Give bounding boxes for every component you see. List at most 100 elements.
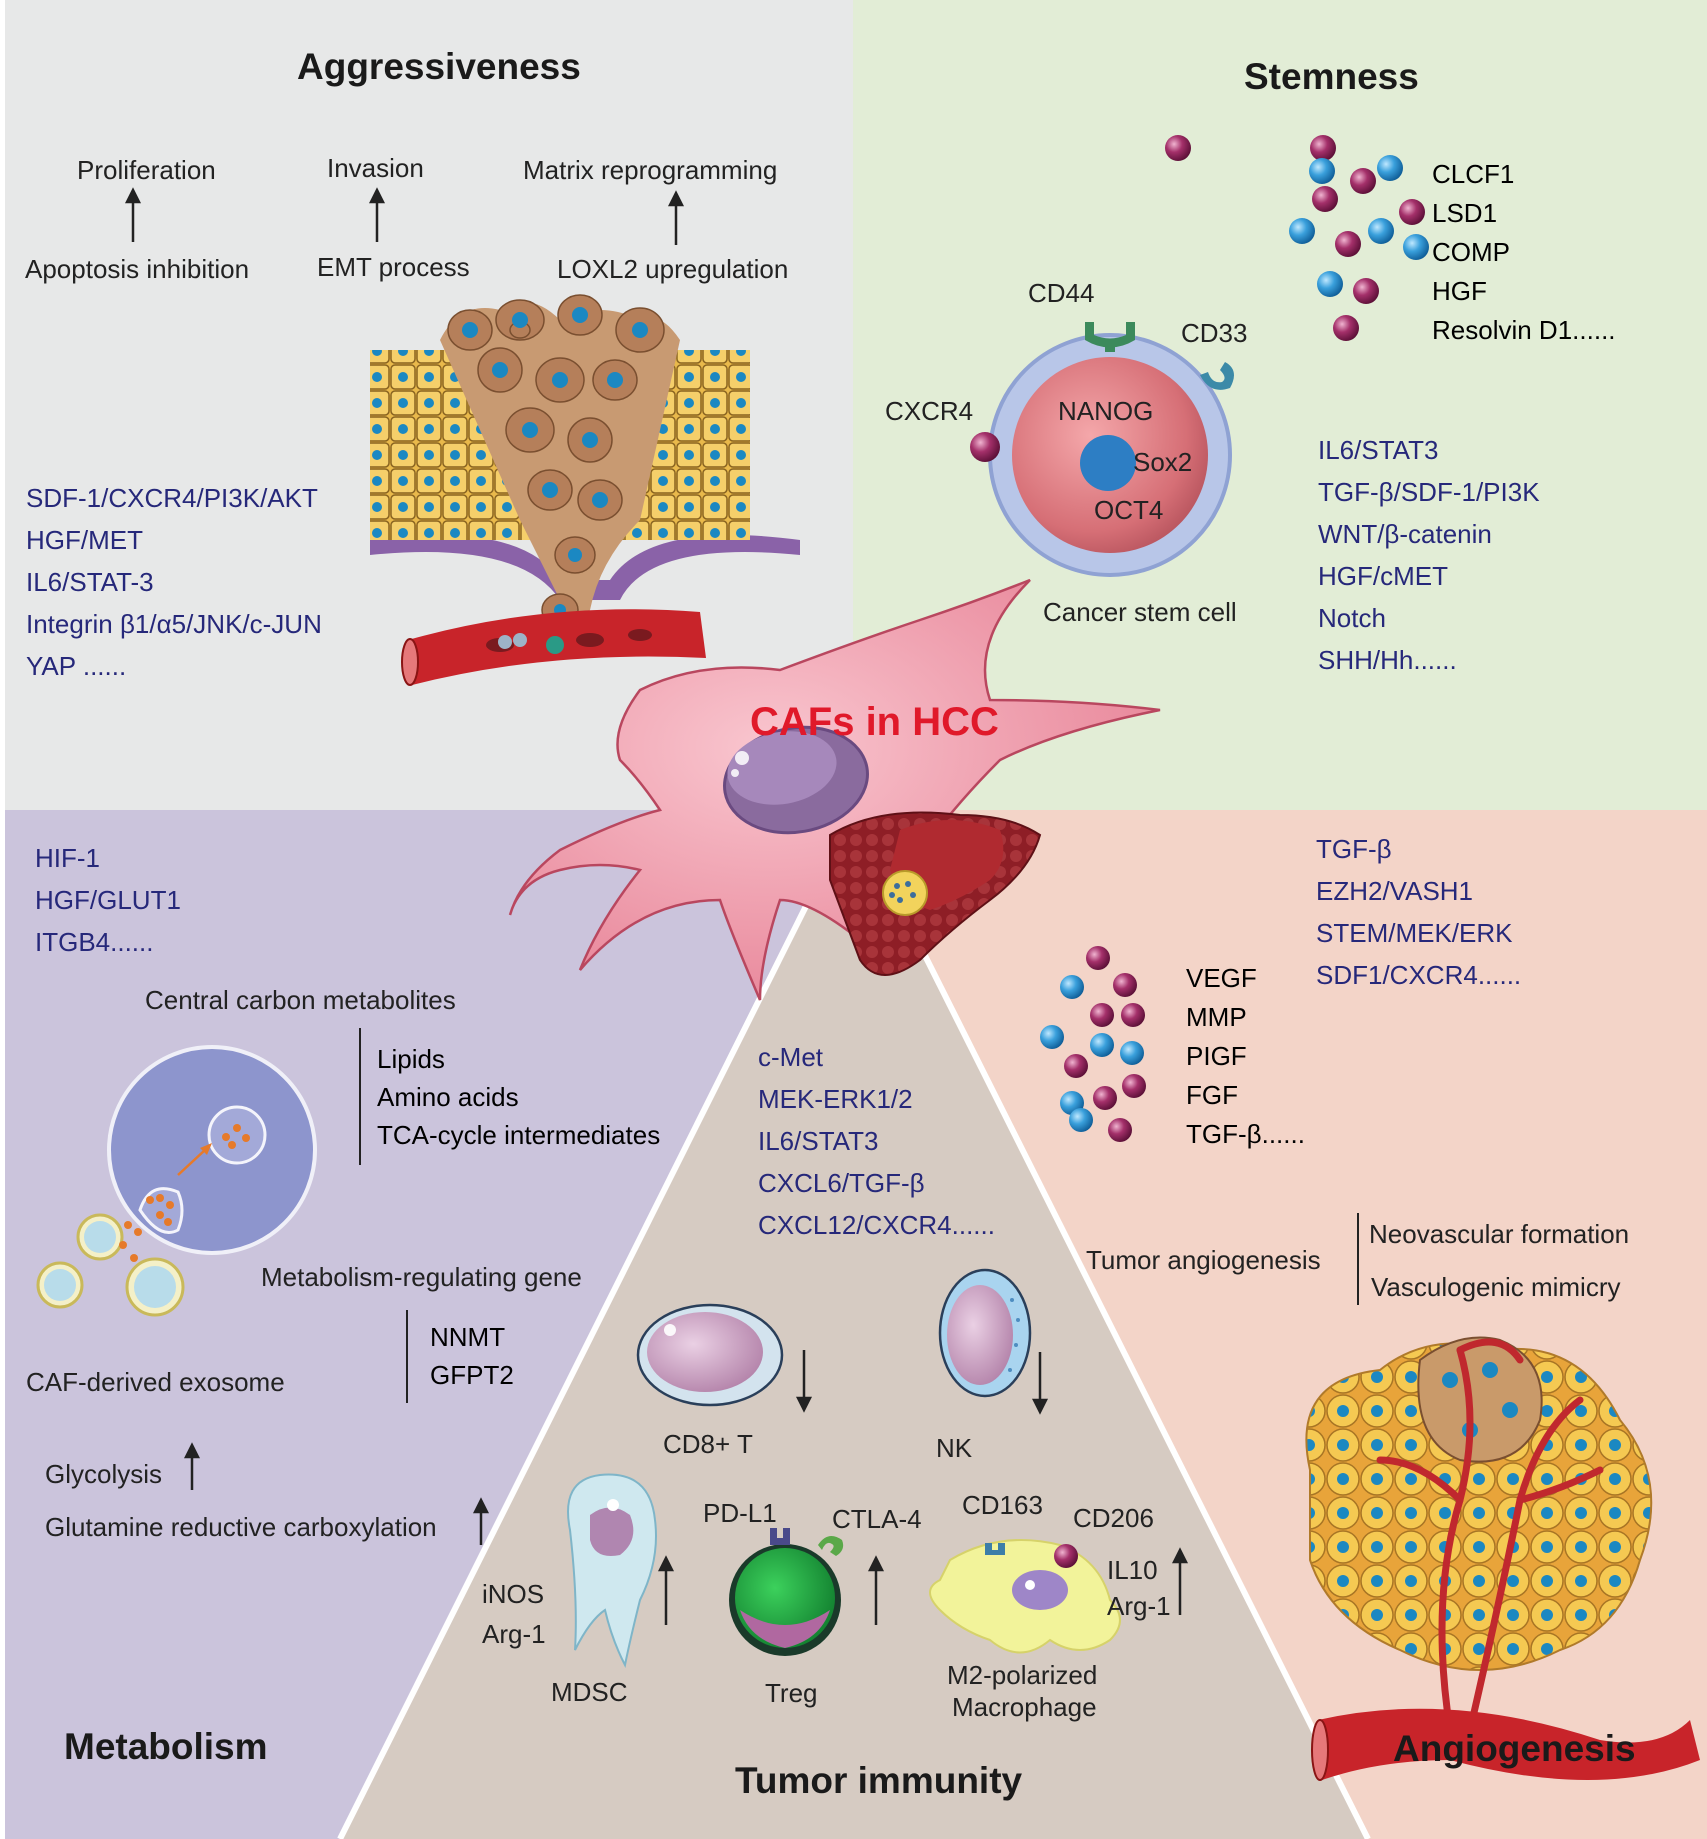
factor-item: TGF-β...... [1186,1119,1305,1149]
pathway-item: HGF/cMET [1318,561,1448,591]
nk-label: NK [936,1433,973,1463]
metabolism-title: Metabolism [64,1726,268,1767]
factor-item: PIGF [1186,1041,1247,1071]
effect-bottom-loxl2-upregulation: LOXL2 upregulation [557,254,789,284]
pathway-item: HGF/GLUT1 [35,885,181,915]
marker-sox2: Sox2 [1133,447,1193,477]
stemness-factors: CLCF1 LSD1 COMP HGF Resolvin D1...... [1432,155,1616,350]
immunity-title: Tumor immunity [735,1760,1023,1801]
stemness-title: Stemness [1244,56,1419,97]
effect-top-matrix-reprogramming: Matrix reprogramming [523,155,778,185]
marker-cd44: CD44 [1028,278,1095,308]
treg-label: Treg [765,1678,818,1708]
angiogenesis-pathways: TGF-β EZH2/VASH1 STEM/MEK/ERK SDF1/CXCR4… [1316,828,1521,996]
caf-cell [508,578,1161,1001]
pathway-item: STEM/MEK/ERK [1316,918,1513,948]
angiogenic-tumor-illustration [1305,1336,1700,1781]
factor-item: COMP [1432,237,1510,267]
metabolism-pathways: HIF-1 HGF/GLUT1 ITGB4...... [35,837,181,963]
pathway-item: IL6/STAT3 [1318,435,1439,465]
center-title: CAFs in HCC [750,700,999,744]
macrophage-label-line1: M2-polarized [947,1660,1098,1690]
glutamine-label: Glutamine reductive carboxylation [45,1512,437,1542]
metabolism-cell [36,1045,317,1317]
factor-item: VEGF [1186,963,1257,993]
gene-list: NNMT GFPT2 [430,1318,514,1394]
pathway-item: YAP ...... [26,651,127,681]
immunity-arrows [657,1350,1189,1625]
stemness-pathways: IL6/STAT3 TGF-β/SDF-1/PI3K WNT/β-catenin… [1318,429,1540,681]
angiogenesis-secreted-factors [1040,946,1146,1142]
cancer-stem-cell-label: Cancer stem cell [1043,597,1237,627]
pathway-item: EZH2/VASH1 [1316,876,1474,906]
pathway-item: WNT/β-catenin [1318,519,1492,549]
metabolite-item: Amino acids [377,1082,519,1112]
aggressiveness-arrows [124,187,685,245]
gene-item: GFPT2 [430,1360,514,1390]
pathway-item: TGF-β/SDF-1/PI3K [1318,477,1540,507]
pathway-item: SHH/Hh...... [1318,645,1457,675]
effect-top-proliferation: Proliferation [77,155,216,185]
pathway-item: HIF-1 [35,843,100,873]
marker-cd33: CD33 [1181,318,1248,348]
metabolite-item: TCA-cycle intermediates [377,1120,661,1150]
factor-item: HGF [1432,276,1487,306]
angiogenesis-factors: VEGF MMP PIGF FGF TGF-β...... [1186,959,1305,1154]
pathway-item: CXCL12/CXCR4...... [758,1210,995,1240]
pathway-item: ITGB4...... [35,927,154,957]
stemness-secreted-factors [1165,135,1429,341]
glycolysis-label: Glycolysis [45,1459,163,1489]
process-vasculogenic-mimicry: Vasculogenic mimicry [1371,1272,1621,1302]
mac-marker-il10: IL10 [1107,1555,1158,1585]
pathway-item: CXCL6/TGF-β [758,1168,925,1198]
mdsc-marker-inos: iNOS [482,1579,545,1609]
mdsc-label: MDSC [551,1677,628,1707]
pathway-item: c-Met [758,1042,823,1072]
pathway-item: IL6/STAT-3 [26,567,154,597]
cancer-stem-cell [970,322,1234,577]
factor-item: Resolvin D1...... [1432,315,1616,345]
cd206-label: CD206 [1073,1503,1154,1533]
mdsc-marker-arg1: Arg-1 [482,1619,546,1649]
effect-bottom-apoptosis-inhibition: Apoptosis inhibition [25,254,250,284]
pathway-item: Notch [1318,603,1386,633]
mac-marker-arg1: Arg-1 [1107,1591,1171,1621]
process-neovascular: Neovascular formation [1369,1219,1630,1249]
cd163-label: CD163 [962,1490,1043,1520]
pdl1-label: PD-L1 [703,1498,777,1528]
aggressiveness-title: Aggressiveness [297,46,581,87]
immunity-pathways: c-Met MEK-ERK1/2 IL6/STAT3 CXCL6/TGF-β C… [758,1036,995,1246]
ctla4-label: CTLA-4 [832,1504,922,1534]
pathway-item: Integrin β1/α5/JNK/c-JUN [26,609,322,639]
metabolism-gene-label: Metabolism-regulating gene [261,1262,582,1292]
invading-tumor-illustration [370,294,800,686]
cd8-t-label: CD8+ T [663,1429,753,1459]
metabolite-list: Lipids Amino acids TCA-cycle intermediat… [377,1040,660,1154]
central-carbon-label: Central carbon metabolites [145,985,456,1015]
pathway-item: MEK-ERK1/2 [758,1084,913,1114]
factor-item: LSD1 [1432,198,1498,228]
marker-nanog: NANOG [1058,396,1154,426]
effect-bottom-emt-process: EMT process [317,252,470,282]
exosome-label: CAF-derived exosome [26,1367,285,1397]
pathway-item: SDF1/CXCR4...... [1316,960,1522,990]
factor-item: CLCF1 [1432,159,1515,189]
pathway-item: IL6/STAT3 [758,1126,879,1156]
pathway-item: SDF-1/CXCR4/PI3K/AKT [26,483,318,513]
marker-oct4: OCT4 [1094,495,1164,525]
pathway-item: HGF/MET [26,525,143,555]
pathway-item: TGF-β [1316,834,1392,864]
stemness-panel [853,0,1707,812]
gene-item: NNMT [430,1322,506,1352]
factor-item: MMP [1186,1002,1247,1032]
effect-top-invasion: Invasion [327,153,424,183]
aggressiveness-pathways: SDF-1/CXCR4/PI3K/AKT HGF/MET IL6/STAT-3 … [26,477,322,687]
macrophage-label-line2: Macrophage [952,1692,1097,1722]
metabolite-item: Lipids [377,1044,445,1074]
immune-cells [567,1268,1121,1668]
angiogenesis-title: Angiogenesis [1393,1728,1636,1769]
factor-item: FGF [1186,1080,1238,1110]
marker-cxcr4: CXCR4 [885,396,974,426]
